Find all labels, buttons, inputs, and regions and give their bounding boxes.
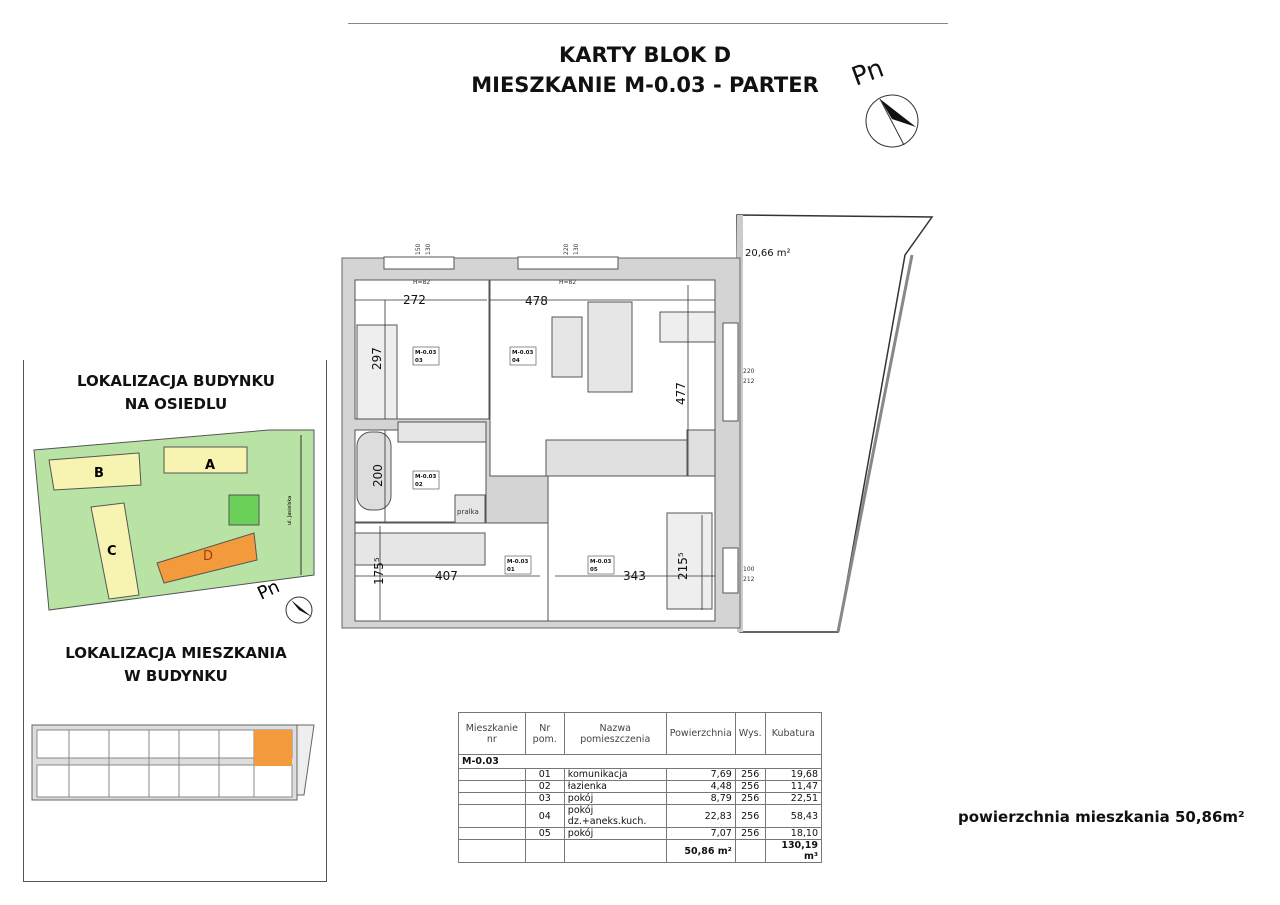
svg-text:M-0.03: M-0.03	[512, 350, 533, 356]
building-location-title: LOKALIZACJA BUDYNKU NA OSIEDLU	[24, 370, 328, 416]
svg-text:M-0.03: M-0.03	[415, 474, 436, 480]
title-line: LOKALIZACJA BUDYNKU	[77, 372, 275, 390]
north-arrow-icon	[285, 596, 313, 624]
window-label: 220	[563, 243, 570, 255]
highlighted-apartment	[254, 730, 292, 766]
col-header: Mieszkanie nr	[458, 712, 526, 755]
washer-label: pralka	[457, 508, 479, 516]
dim-272: 272	[403, 293, 426, 307]
title-apartment: MIESZKANIE M-0.03 - PARTER	[471, 73, 819, 97]
location-sidebar: LOKALIZACJA BUDYNKU NA OSIEDLU B A C D u…	[23, 360, 327, 882]
building-label-b: B	[94, 466, 104, 481]
apartment-area-summary: powierzchnia mieszkania 50,86m²	[958, 808, 1245, 826]
floor-plan: 272 478 297 477 200 407 343 175⁵ 215⁵ 20…	[341, 214, 934, 633]
title-line: LOKALIZACJA MIESZKANIA	[65, 644, 287, 662]
window-label: 220	[743, 368, 755, 375]
window-label: 212	[743, 378, 755, 385]
svg-text:M-0.03: M-0.03	[415, 350, 436, 356]
dim-200: 200	[371, 464, 385, 487]
col-header: Nazwa pomieszczenia	[563, 712, 667, 755]
dim-343: 343	[623, 569, 646, 583]
apartment-location-title: LOKALIZACJA MIESZKANIA W BUDYNKU	[24, 642, 328, 688]
window-label: 130	[425, 243, 432, 255]
window-height: H=82	[413, 279, 430, 286]
top-rule	[348, 23, 948, 24]
col-header: Nr pom.	[524, 712, 565, 755]
rooms-table: Mieszkanie nr Nr pom. Nazwa pomieszczeni…	[458, 712, 823, 863]
svg-text:01: 01	[507, 567, 515, 573]
dim-477: 477	[674, 382, 688, 405]
window-label: 212	[743, 576, 755, 583]
col-header: Wys.	[734, 712, 766, 755]
svg-text:04: 04	[512, 358, 520, 364]
window-label: 100	[743, 566, 755, 573]
col-header: Powierzchnia	[665, 712, 736, 755]
room-tag-01: M-0.03 01	[504, 555, 532, 575]
title-line: W BUDYNKU	[124, 667, 228, 685]
building-label-d: D	[203, 549, 213, 564]
svg-text:02: 02	[415, 482, 423, 488]
building-label-c: C	[107, 544, 117, 559]
dim-175: 175⁵	[372, 557, 386, 585]
total-volume: 130,19 m³	[764, 839, 823, 863]
svg-text:M-0.03: M-0.03	[590, 559, 611, 565]
street-label: ul. Jasielska	[287, 496, 293, 525]
col-header: Kubatura	[764, 712, 823, 755]
window-label: 130	[573, 243, 580, 255]
title-line: NA OSIEDLU	[124, 395, 228, 413]
terrace-area: 20,66 m²	[745, 248, 791, 259]
room-tag-02: M-0.03 02	[412, 470, 440, 490]
site-plan: B A C D ul. Jasielska Pn	[33, 429, 315, 624]
title-block: KARTY BLOK D	[558, 43, 732, 67]
building-label-a: A	[205, 458, 215, 473]
room-tag-05: M-0.03 05	[587, 555, 615, 575]
page-title: KARTY BLOK D MIESZKANIE M-0.03 - PARTER	[415, 40, 875, 100]
room-tag-03: M-0.03 03	[412, 346, 440, 366]
room-tag-04: M-0.03 04	[509, 346, 537, 366]
north-arrow-icon	[865, 94, 919, 148]
dim-297: 297	[370, 347, 384, 370]
dim-407: 407	[435, 569, 458, 583]
terrace	[736, 214, 934, 633]
window-label: 150	[415, 243, 422, 255]
svg-text:M-0.03: M-0.03	[507, 559, 528, 565]
building-floor-plan	[31, 724, 315, 801]
apartment-row: M-0.03	[458, 754, 822, 769]
svg-text:05: 05	[590, 567, 598, 573]
dim-478: 478	[525, 294, 548, 308]
total-area: 50,86 m²	[665, 839, 736, 863]
svg-text:03: 03	[415, 358, 423, 364]
totals-row: 50,86 m² 130,19 m³	[458, 839, 823, 863]
window-height: H=82	[559, 279, 576, 286]
dim-215: 215⁵	[676, 552, 690, 580]
